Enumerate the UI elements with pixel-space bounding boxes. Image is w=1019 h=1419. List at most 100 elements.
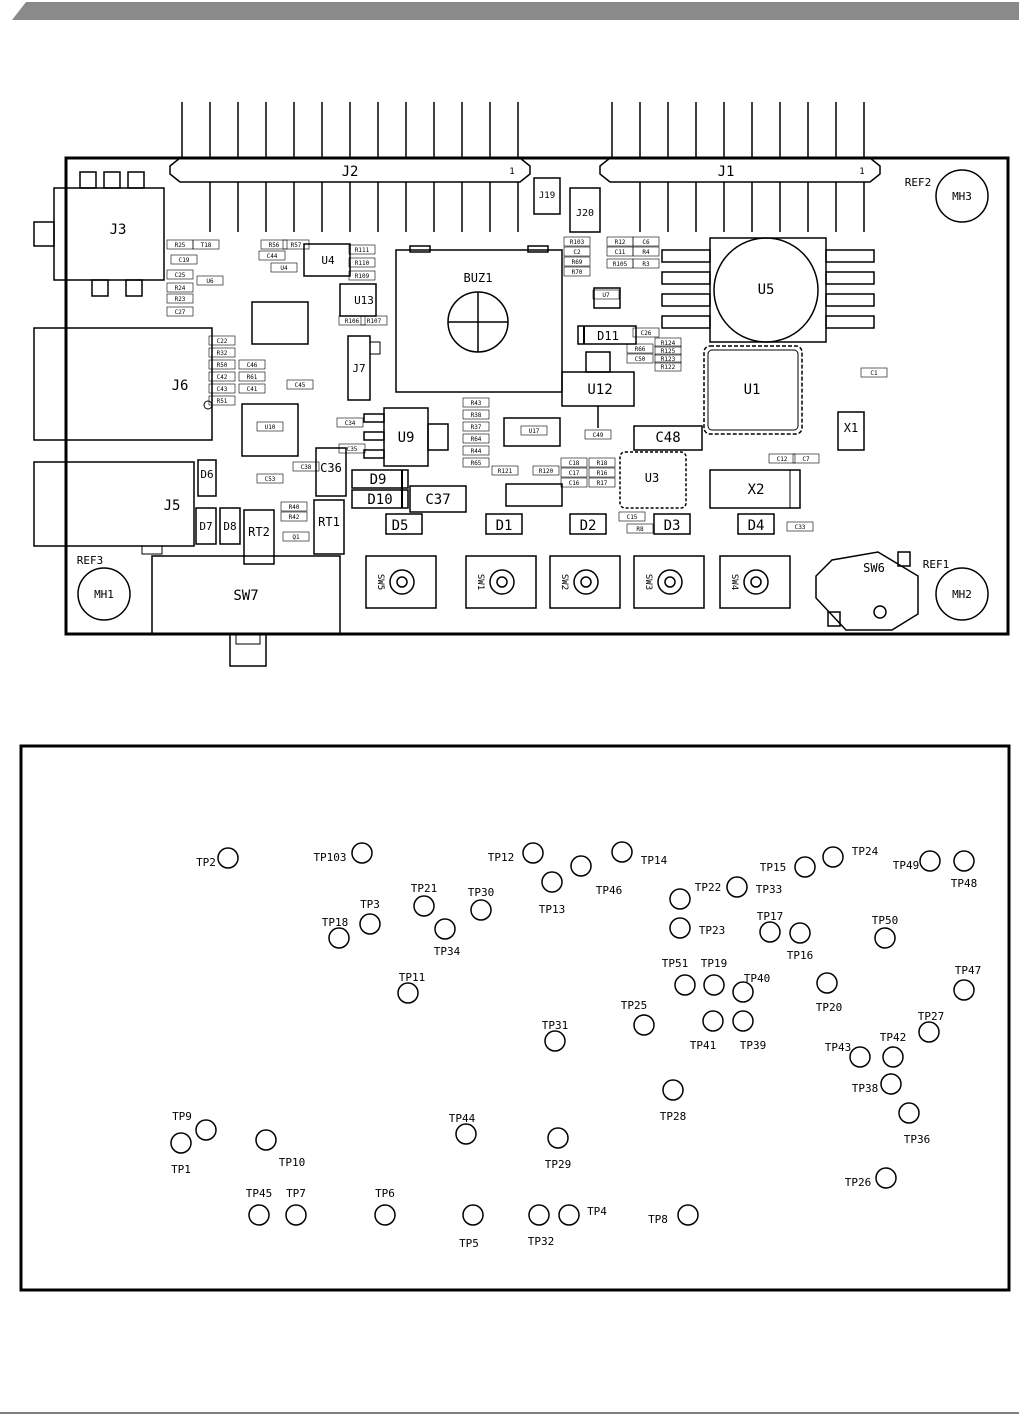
test-point-label: TP22 [695,881,722,894]
smd-label: R123 [661,356,676,363]
smd-part [196,275,224,286]
smd-label: R44 [471,448,482,455]
smd-part [348,270,376,281]
smd-part [584,429,612,440]
smd-label: R16 [597,470,608,477]
smd-part [626,523,654,534]
label-d3: D3 [664,518,681,534]
smd-label: R122 [661,364,676,371]
smd-label: R106 [345,318,360,325]
smd-part [462,397,490,408]
smd-label: R66 [635,346,646,353]
test-point-tp47 [953,979,975,1001]
test-point-label: TP29 [545,1158,572,1171]
smd-part [632,236,660,247]
mh-label: MH2 [952,588,972,601]
test-point-tp15 [794,856,816,878]
smd-part [768,453,796,464]
label-c36: C36 [320,461,342,475]
header-bar [12,2,1019,20]
test-point-label: TP21 [411,882,438,895]
header-j2: J2 1 [169,102,531,232]
smd-label: C46 [247,362,258,369]
smd-part [282,531,310,542]
test-point-label: TP14 [641,854,668,867]
buzzer-buz1 [395,245,563,393]
header-j1: J1 1 [599,102,881,232]
ic-u12 [561,351,635,428]
test-point-label: TP49 [893,859,920,872]
smd-label: C1 [870,370,878,377]
label-d9: D9 [370,472,387,488]
mounting-hole-mh2 [935,567,989,621]
test-point-tp103 [351,842,373,864]
smd-label: R40 [289,504,300,511]
cap-c48 [633,425,703,451]
mounting-hole-mh1 [77,567,131,621]
smd-part [563,236,591,247]
test-point-label: TP13 [539,903,566,916]
smd-part [270,262,298,273]
smd-part [860,367,888,378]
test-point-label: TP27 [918,1010,945,1023]
label-u4: U4 [321,254,335,267]
smd-part [520,425,548,436]
smd-part [282,239,310,250]
smd-label: R51 [217,398,228,405]
smd-label: R18 [597,460,608,467]
test-point-tp11 [397,982,419,1004]
smd-label: R23 [175,296,186,303]
test-point-tp2 [217,847,239,869]
test-point-tp49 [919,850,941,872]
smd-label: C12 [777,456,788,463]
smd-label: C7 [802,456,810,463]
label-u1: U1 [744,382,761,398]
smd-label: C53 [265,476,276,483]
test-point-tp34 [434,918,456,940]
test-point-tp17 [759,921,781,943]
test-point-label: TP44 [449,1112,476,1125]
test-point-tp51 [674,974,696,996]
test-point-label: TP34 [434,945,461,958]
test-point-label: TP42 [880,1031,907,1044]
test-point-label: TP48 [951,877,978,890]
smd-part [654,353,682,364]
smd-label: C42 [217,374,228,381]
smd-part [238,383,266,394]
board-outline [64,156,1010,636]
smd-label: R111 [355,247,370,254]
smd-part [588,477,616,488]
test-point-tp26 [875,1167,897,1189]
test-point-tp32 [528,1204,550,1226]
smd-label: C26 [641,330,652,337]
label-c48: C48 [655,430,680,446]
test-point-tp45 [248,1204,270,1226]
smd-label: C43 [217,386,228,393]
smd-label: R107 [367,318,382,325]
test-point-label: TP51 [662,957,689,970]
label-d10: D10 [367,492,392,508]
smd-label: C41 [247,386,258,393]
smd-part [462,457,490,468]
ref-label: REF2 [905,176,932,189]
smd-part [563,256,591,267]
smd-part [238,359,266,370]
j1-pin1: 1 [859,167,864,177]
test-point-tp25 [633,1014,655,1036]
smd-part [348,244,376,255]
test-point-label: TP41 [690,1039,717,1052]
smd-label: C44 [267,253,278,260]
test-point-tp8 [677,1204,699,1226]
crystal-x1 [837,411,865,451]
test-point-label: TP24 [852,845,879,858]
smd-label: R65 [471,460,482,467]
test-point-label: TP23 [699,924,726,937]
test-point-label: TP46 [596,884,623,897]
test-point-label: TP30 [468,886,495,899]
crystal-x2 [709,469,801,509]
ic-u5 [661,237,875,343]
smd-label: R121 [498,468,513,475]
test-point-tp21 [413,895,435,917]
label-sw6: SW6 [863,561,885,575]
test-point-tp31 [544,1030,566,1052]
